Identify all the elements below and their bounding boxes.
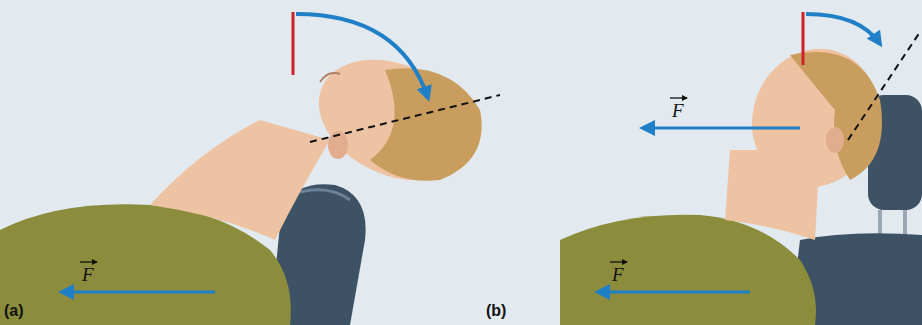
vertical-reference xyxy=(802,12,805,65)
force-arrow xyxy=(643,127,800,130)
head-axis xyxy=(848,32,920,140)
person-b xyxy=(560,31,897,325)
person-a xyxy=(0,36,491,325)
vector-accent xyxy=(610,261,627,262)
panel-label: (b) xyxy=(486,303,506,319)
force-arrow xyxy=(62,291,215,294)
vertical-reference xyxy=(292,12,295,75)
rotation-arrow xyxy=(296,14,428,98)
vector-accent xyxy=(670,97,687,98)
panel-label: (a) xyxy=(4,303,24,319)
force-label: F xyxy=(82,265,94,284)
force-label: F xyxy=(672,101,684,120)
force-arrow xyxy=(598,291,750,294)
force-label: F xyxy=(612,265,624,284)
vector-accent xyxy=(80,261,97,262)
head-axis xyxy=(310,95,500,142)
rotation-arrow xyxy=(806,14,880,44)
